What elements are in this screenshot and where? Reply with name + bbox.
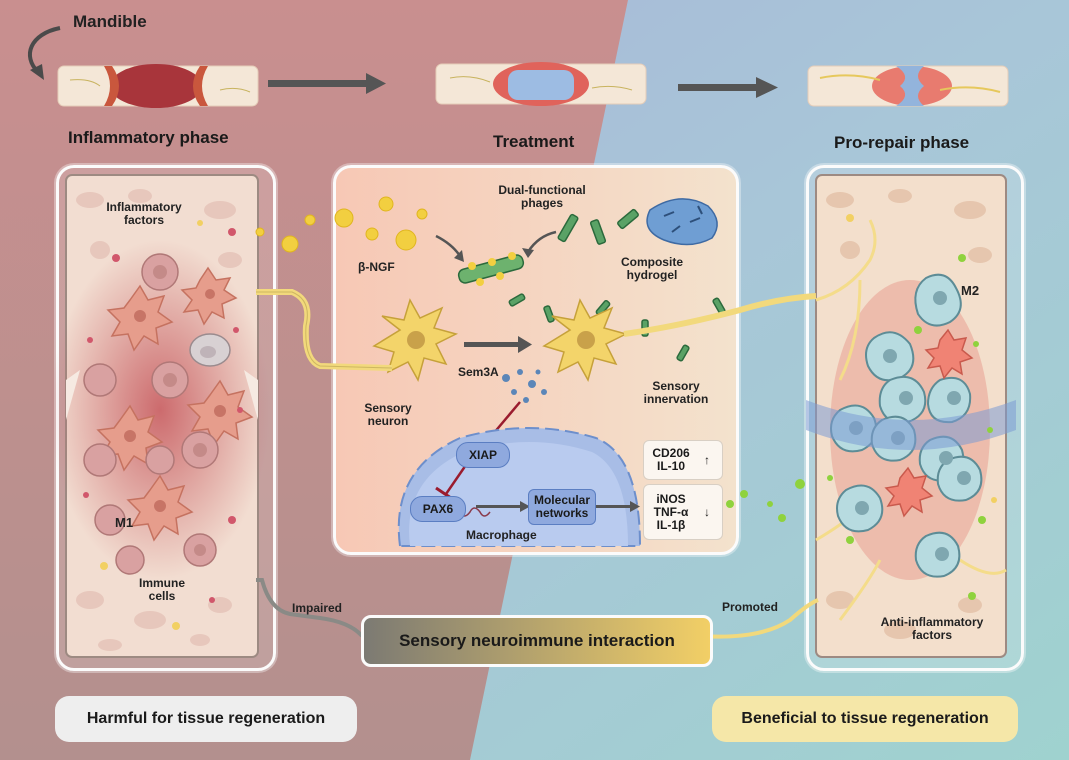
curved-arrow-icon — [27, 26, 61, 74]
upregulated-markers-text: CD206 IL-10 — [652, 446, 690, 473]
sensory-neuroimmune-interaction-box: Sensory neuroimmune interaction — [361, 615, 713, 667]
phage-icons — [508, 208, 726, 362]
promoted-label: Promoted — [722, 600, 779, 614]
composite-hydrogel-icon — [646, 198, 718, 246]
beta-ngf-particles — [255, 196, 428, 253]
xiap-node: XIAP — [456, 442, 510, 468]
arrow-right-icon — [268, 73, 386, 94]
m1-macrophage-cells — [96, 266, 254, 542]
sem3a-label: Sem3A — [458, 365, 499, 379]
sensory-neuron-label: Sensory neuron — [364, 401, 412, 428]
loaded-phage-icon — [457, 252, 525, 286]
arrow-right-icon — [678, 77, 778, 98]
phase-label-pro-repair: Pro-repair phase — [834, 133, 970, 152]
sensory-innervation-label: Sensory innervation — [643, 379, 709, 406]
downregulated-markers-box: iNOS TNF-α IL-1β ↓ — [643, 484, 723, 540]
composite-hydrogel-label: Composite hydrogel — [620, 255, 683, 282]
beta-ngf-label: β-NGF — [358, 260, 395, 274]
down-arrow-icon: ↓ — [704, 504, 710, 519]
upregulated-markers-box: CD206 IL-10 ↑ — [643, 440, 723, 480]
inflammatory-factors-label: Inflammatory factors — [106, 200, 182, 227]
beneficial-outcome-box: Beneficial to tissue regeneration — [712, 696, 1018, 742]
immune-cells-label: Immune cells — [138, 576, 185, 603]
sem3a-particles — [502, 369, 547, 403]
impaired-label: Impaired — [292, 601, 343, 615]
bone-treatment-illustration — [435, 62, 647, 106]
downregulated-markers-text: iNOS TNF-α IL-1β — [653, 491, 689, 532]
pax6-node: PAX6 — [410, 496, 466, 522]
bone-inflammatory-illustration — [57, 64, 259, 108]
phase-label-inflammatory: Inflammatory phase — [68, 128, 229, 147]
anti-inflammatory-factors-label: Anti-inflammatory factors — [880, 615, 984, 642]
m2-label: M2 — [961, 283, 980, 298]
innervating-neuron-cell — [542, 298, 629, 382]
sensory-neuron-cell — [372, 298, 459, 382]
harmful-outcome-box: Harmful for tissue regeneration — [55, 696, 357, 742]
molecular-networks-node: Molecular networks — [528, 489, 596, 525]
dual-functional-phages-label: Dual-functional phages — [498, 183, 586, 210]
mandible-label: Mandible — [73, 12, 147, 31]
phase-label-treatment: Treatment — [493, 132, 575, 151]
bone-pro-repair-illustration — [807, 65, 1009, 107]
macrophage-label: Macrophage — [466, 528, 537, 542]
up-arrow-icon: ↑ — [704, 452, 710, 467]
m1-label: M1 — [115, 515, 134, 530]
